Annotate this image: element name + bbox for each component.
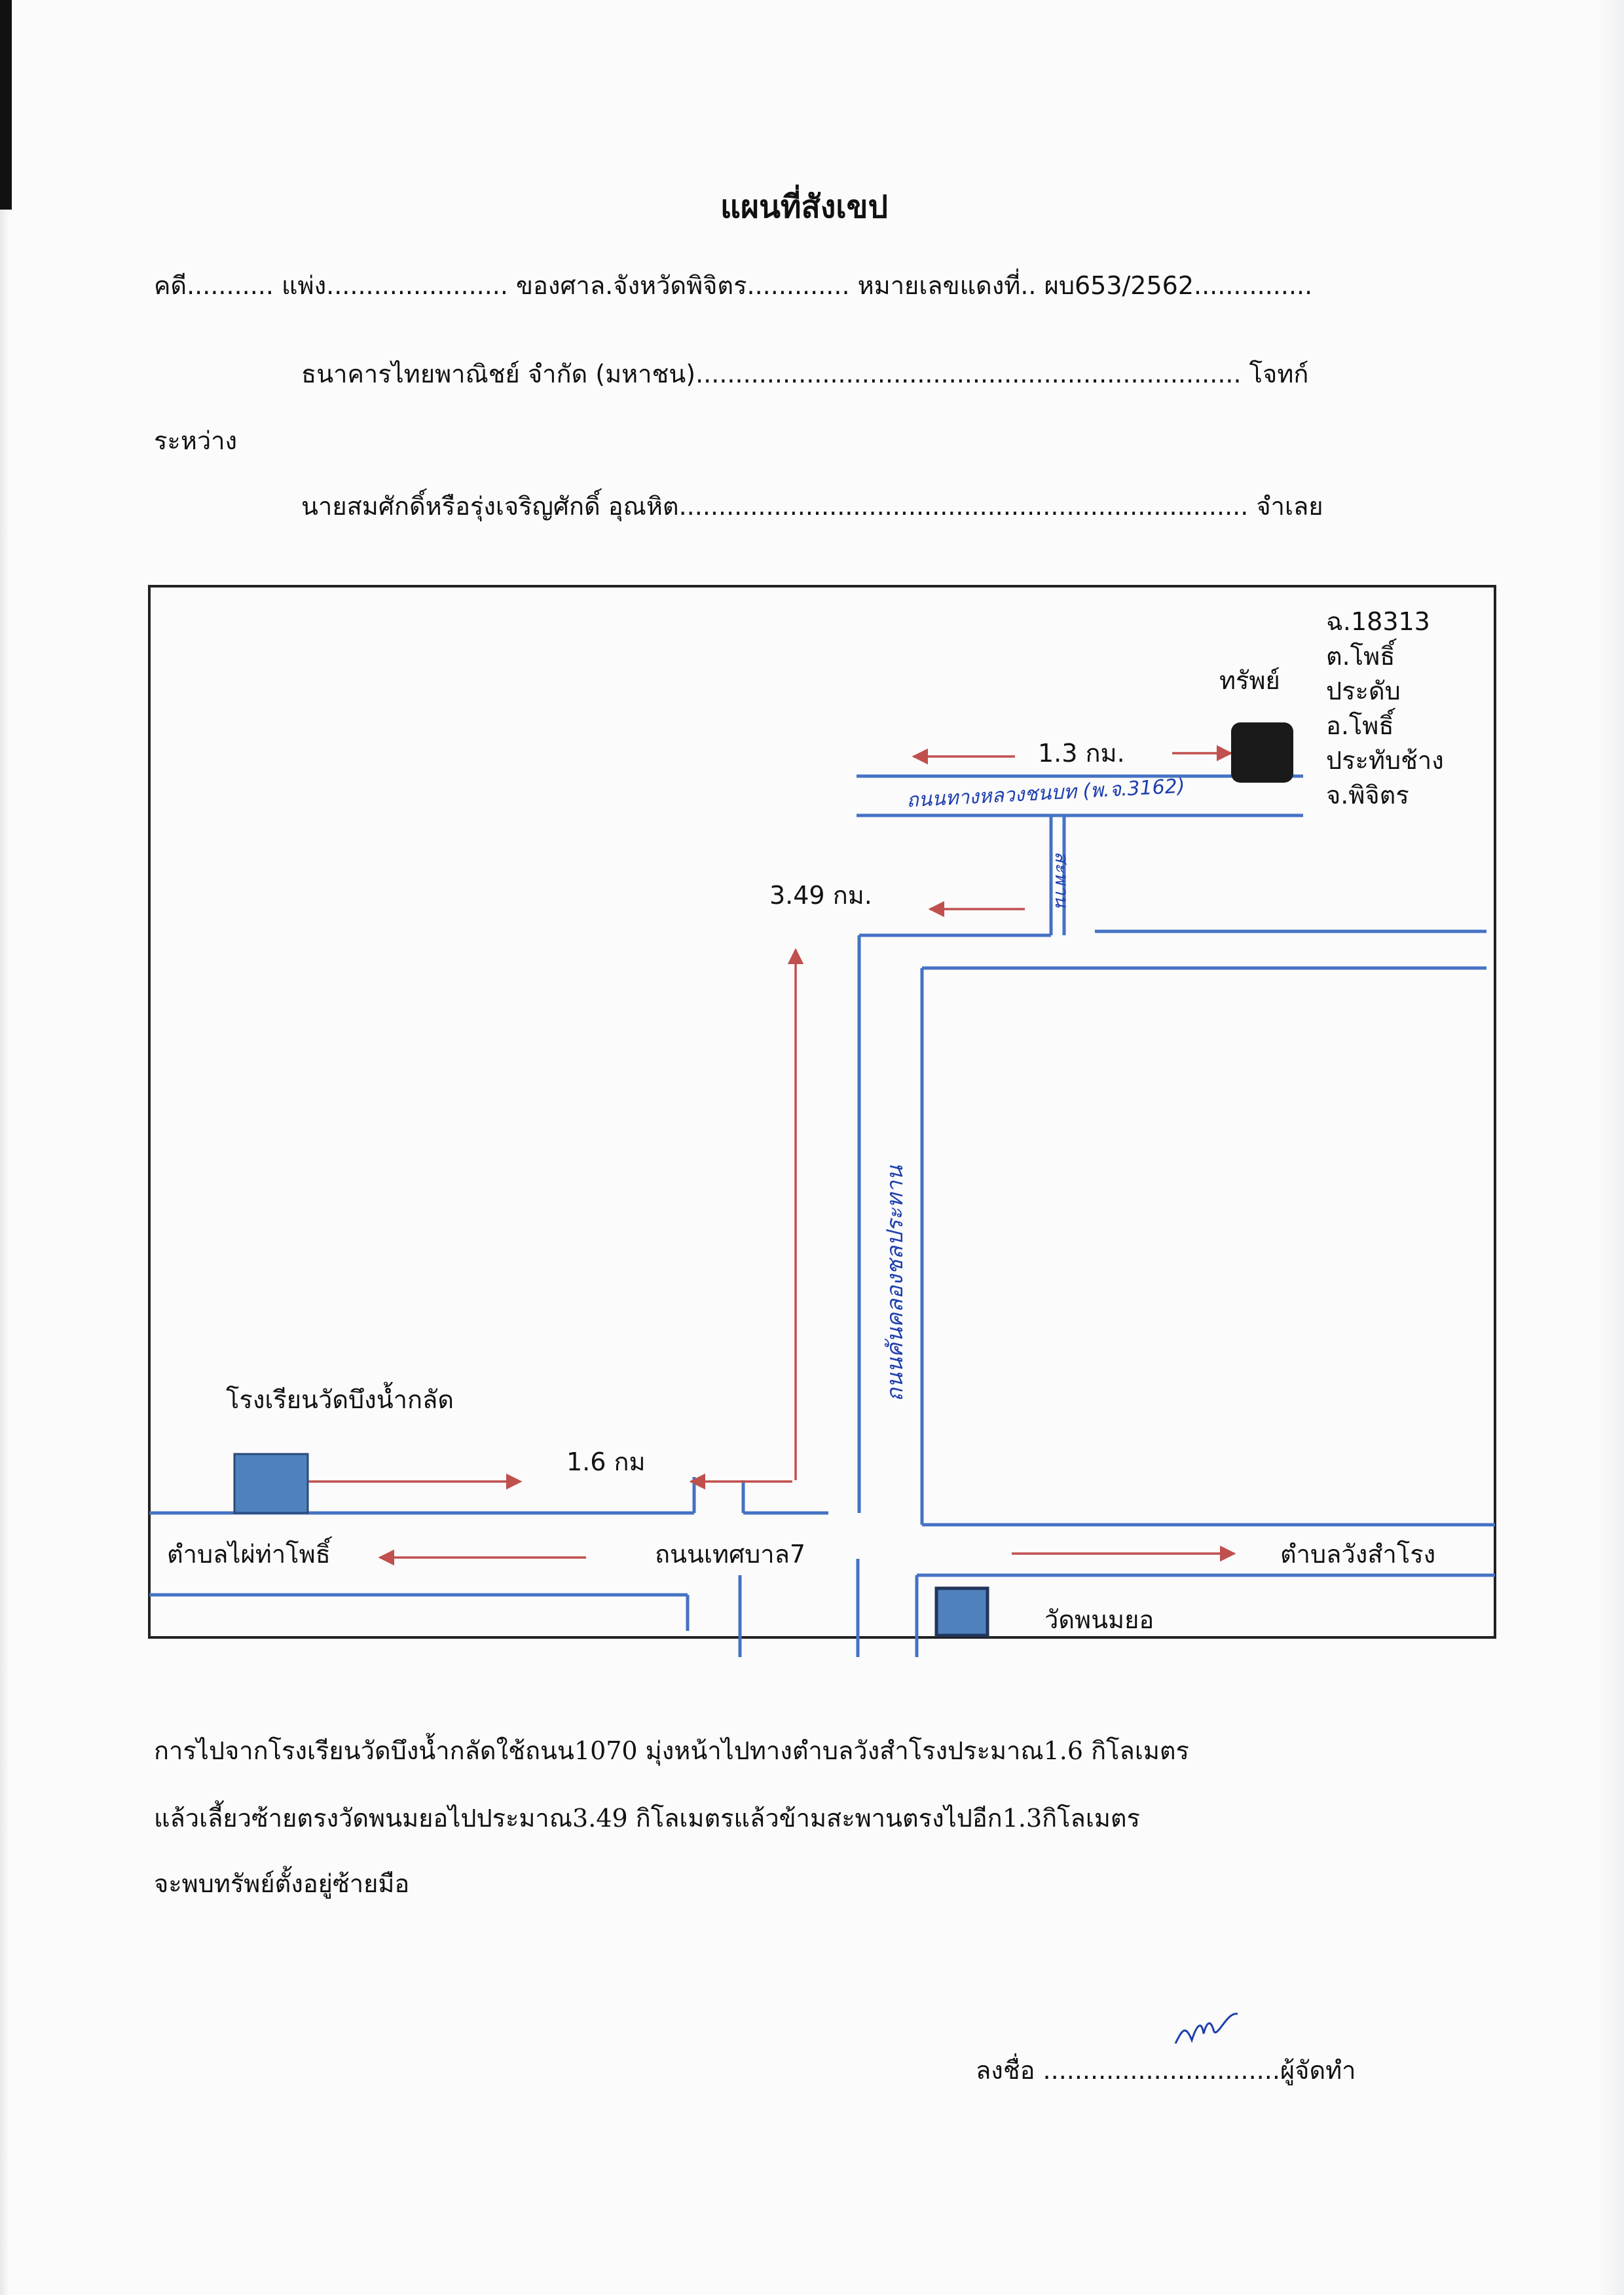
temple-marker: [934, 1586, 989, 1637]
distance-to-property: 1.3 กม.: [1038, 739, 1125, 768]
signature-line: ลงชื่อ ..............................ผู้…: [976, 2056, 1356, 2085]
west-destination-label: ตำบลไผ่ท่าโพธิ์: [167, 1536, 333, 1569]
property-detail-2: ประดับ: [1326, 677, 1401, 705]
handwritten-bridge: สะพาน: [1051, 851, 1073, 908]
directions-line-2: แล้วเลี้ยวซ้ายตรงวัดพนมยอไปประมาณ3.49 กิ…: [154, 1804, 1140, 1833]
distance-from-school: 1.6 กม: [566, 1447, 646, 1476]
property-detail-4: ประทับช้าง: [1326, 746, 1444, 775]
distance-north: 3.49 กม.: [769, 881, 872, 910]
property-detail-3: อ.โพธิ์: [1326, 707, 1396, 740]
handwritten-signature: [1174, 2013, 1238, 2044]
page-title: แผนที่สังเขป: [720, 189, 888, 225]
property-label: ทรัพย์: [1219, 666, 1280, 695]
property-deed: ฉ.18313: [1326, 607, 1430, 636]
defendant-line: นายสมศักดิ์หรือรุ่งเจริญศักดิ์ อุณหิต...…: [301, 492, 1323, 521]
case-line: คดี........... แพ่ง.....................…: [154, 271, 1313, 300]
directions-line-1: การไปจากโรงเรียนวัดบึงน้ำกลัดใช้ถนน1070 …: [154, 1736, 1189, 1765]
property-detail-1: ต.โพธิ์: [1326, 638, 1397, 671]
directions-line-3: จะพบทรัพย์ตั้งอยู่ซ้ายมือ: [154, 1869, 410, 1898]
property-marker: [1231, 722, 1293, 783]
direction-arrows: [308, 745, 1236, 1566]
between-label: ระหว่าง: [154, 426, 238, 455]
scan-edge-shadow: [0, 0, 12, 210]
handwritten-canal-road: ถนนคันคลองชลประทาน: [882, 1165, 908, 1402]
school-label: โรงเรียนวัดบึงน้ำกลัด: [226, 1381, 454, 1414]
plaintiff-line: ธนาคารไทยพาณิชย์ จำกัด (มหาชน)..........…: [301, 360, 1309, 388]
property-detail-5: จ.พิจิตร: [1326, 781, 1409, 810]
main-road-label: ถนนเทศบาล7: [655, 1540, 805, 1569]
handwritten-top-road: ถนนทางหลวงชนบท (พ.จ.3162): [906, 775, 1186, 812]
scan-left-tint: [0, 210, 9, 2295]
school-marker: [233, 1453, 309, 1514]
temple-label: วัดพนมยอ: [1044, 1605, 1154, 1634]
east-destination-label: ตำบลวังสำโรง: [1280, 1540, 1435, 1569]
map-frame: [148, 585, 1496, 1639]
scan-right-tint: [1598, 0, 1624, 2295]
